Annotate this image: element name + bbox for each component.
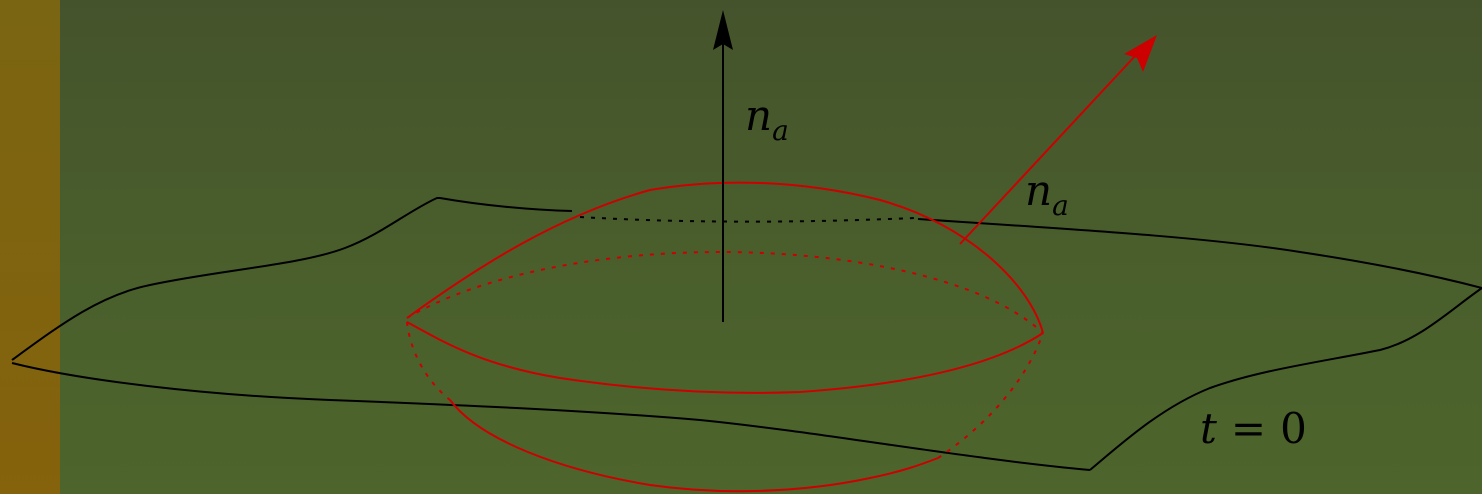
region-lower-cap-hidden-right [937, 332, 1044, 459]
tilted-normal-arrowhead [1124, 35, 1157, 72]
region-upper-cap [406, 181, 1044, 334]
region-waist-back [406, 250, 1044, 334]
hypersurface [11, 197, 1482, 471]
vertical-normal-label: na [745, 91, 789, 147]
side-strip [0, 0, 60, 494]
region-lower-cap-hidden-left [406, 321, 451, 401]
region-waist-front [406, 321, 1044, 394]
vertical-normal-arrow [713, 10, 733, 322]
hypersurface-right-edge [1089, 287, 1482, 471]
region [406, 181, 1044, 493]
tilted-normal-label: na [1025, 166, 1069, 222]
tilted-normal-arrow [959, 35, 1157, 245]
hypersurface-far-edge-hidden [579, 216, 916, 223]
hypersurface-far-edge-left [11, 197, 573, 361]
hypersurface-near-edge [11, 362, 1091, 471]
hypersurface-far-edge-right [917, 218, 1482, 289]
vertical-normal-arrowhead [713, 10, 733, 50]
region-lower-cap [449, 399, 939, 493]
tilted-normal-shaft [959, 54, 1137, 245]
surface-equation-label: t=0 [1200, 404, 1307, 453]
